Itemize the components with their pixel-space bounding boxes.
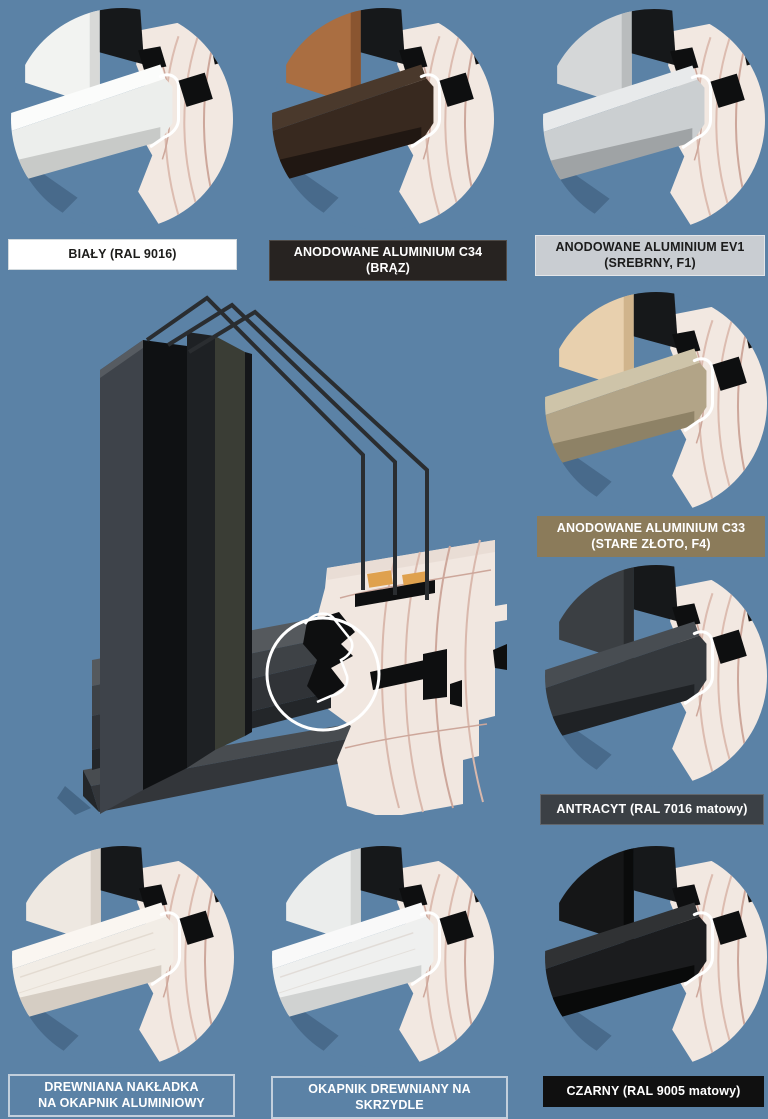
drip-cap-profile [272, 902, 434, 1022]
rubber-seal [672, 603, 701, 628]
rubber-seal [672, 884, 701, 909]
frame-column [100, 332, 252, 814]
rubber-seal [399, 46, 428, 71]
variant-photo-okapnik-drewniany [272, 846, 494, 1068]
variant-photo-drewniana-nakladka [12, 846, 234, 1068]
rubber-seal [672, 330, 701, 355]
seal-block [439, 72, 474, 107]
glazing-blocks [367, 570, 428, 589]
variant-photo-antracyt [545, 565, 767, 787]
variant-label-antracyt: ANTRACYT (RAL 7016 matowy) [540, 794, 764, 825]
variant-photo-art [11, 8, 233, 230]
variant-photo-art [545, 292, 767, 514]
seal-block [712, 910, 747, 945]
variant-photo-art [543, 9, 765, 231]
drip-cap-profile [545, 621, 707, 741]
variant-label-drewniana-nakladka: DREWNIANA NAKŁADKA NA OKAPNIK ALUMINIOWY [8, 1074, 235, 1117]
seal-block [439, 910, 474, 945]
rubber-seal [670, 47, 699, 72]
hardware-seals [370, 644, 507, 707]
aluminium-section-outline [681, 74, 713, 149]
variant-label-c33-stare-zloto: ANODOWANE ALUMINIUM C33 (STARE ZŁOTO, F4… [537, 516, 765, 557]
glazing-dark-gap [360, 846, 406, 903]
glazing-dark-gap [631, 9, 677, 66]
variant-label-czarny: CZARNY (RAL 9005 matowy) [543, 1076, 764, 1107]
glazing-dark-gap [100, 846, 146, 903]
variant-photo-bialy [11, 8, 233, 230]
corner-cutaway-art [57, 295, 507, 815]
variant-photo-art [272, 8, 494, 230]
drip-cap-profile [545, 348, 707, 468]
detail-highlight-circle [265, 616, 381, 732]
rubber-seal [399, 884, 428, 909]
seal-block [710, 73, 745, 108]
glazing-dark-gap [633, 292, 679, 349]
aluminium-section-outline [410, 73, 442, 148]
glazing-dark-gap [633, 565, 679, 622]
variant-label-ev1-srebrny: ANODOWANE ALUMINIUM EV1 (SREBRNY, F1) [535, 235, 765, 276]
variant-photo-art [272, 846, 494, 1068]
glazing-dark-gap [99, 8, 145, 65]
aluminium-section-outline [683, 911, 715, 986]
variant-photo-art [12, 846, 234, 1068]
drip-cap-profile [12, 902, 174, 1022]
variant-label-c34-braz: ANODOWANE ALUMINIUM C34 (BRĄZ) [269, 240, 507, 281]
drip-cap-cross-section [303, 612, 355, 704]
variant-photo-ev1-srebrny [543, 9, 765, 231]
drip-cap-profile [11, 64, 173, 184]
seal-block [179, 910, 214, 945]
rubber-seal [139, 884, 168, 909]
cast-shadow [57, 786, 91, 815]
aluminium-section-outline [410, 911, 442, 986]
variant-photo-c34-braz [272, 8, 494, 230]
aluminium-section-outline [683, 357, 715, 432]
glazing-dark-gap [633, 846, 679, 903]
glass-panes [145, 295, 429, 600]
seal-block [712, 356, 747, 391]
aluminium-section-outline [683, 630, 715, 705]
variant-photo-c33-stare-zloto [545, 292, 767, 514]
aluminium-section-outline [150, 911, 182, 986]
glazing-dark-gap [360, 8, 406, 65]
variant-photo-art [545, 565, 767, 787]
rubber-seal [138, 46, 167, 71]
drip-cap-profile [272, 64, 434, 184]
variant-label-bialy: BIAŁY (RAL 9016) [8, 239, 237, 270]
seal-block [178, 72, 213, 107]
aluminium-section-outline [149, 73, 181, 148]
variant-photo-czarny [545, 846, 767, 1068]
corner-cutaway-render [55, 288, 515, 815]
variant-photo-art [545, 846, 767, 1068]
seal-block [712, 629, 747, 664]
variant-label-okapnik-drewniany: OKAPNIK DREWNIANY NA SKRZYDLE [271, 1076, 508, 1119]
drip-cap-profile [545, 902, 707, 1022]
drip-cap-profile [543, 65, 705, 185]
